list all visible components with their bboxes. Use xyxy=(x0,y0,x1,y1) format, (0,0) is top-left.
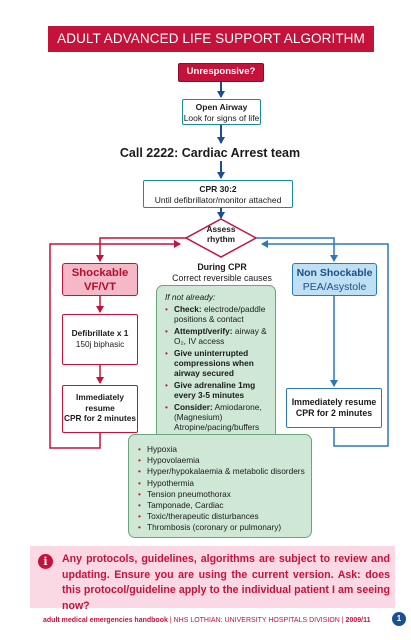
unresponsive-box: Unresponsive? xyxy=(178,63,264,82)
energy-label: 150j biphasic xyxy=(75,338,125,349)
page-number: 1 xyxy=(392,612,406,626)
resume-left-line2: resume xyxy=(85,402,115,413)
checklist-item: •Consider: Amiodarone, (Magnesium) Atrop… xyxy=(165,402,262,432)
cause-item: •Hyper/hypokalaemia & metabolic disorder… xyxy=(138,466,305,477)
defibrillate-label: Defibrillate x 1 xyxy=(71,328,129,338)
cpr-box: CPR 30:2 Until defibrillator/monitor att… xyxy=(143,180,293,208)
cause-item: •Hypothermia xyxy=(138,477,195,488)
resume-right-line1: Immediately resume xyxy=(291,397,377,407)
assess-diamond xyxy=(184,218,258,258)
cause-item: •Tension pneumothorax xyxy=(138,488,231,499)
assess-label-line1: Assess xyxy=(206,224,236,234)
organisation-label: NHS LOTHIAN: UNIVERSITY HOSPITALS DIVISI… xyxy=(173,617,340,624)
footer: adult medical emergencies handbook | NHS… xyxy=(43,617,371,624)
open-airway-box: Open Airway Look for signs of life xyxy=(182,99,261,125)
review-notice-text: Any protocols, guidelines, algorithms ar… xyxy=(62,553,390,612)
non-shockable-rhythms: PEA/Asystole xyxy=(302,281,367,293)
checklist-item: •Attempt/verify: airway & O₂, IV access xyxy=(165,326,267,346)
cpr-ratio-label: CPR 30:2 xyxy=(199,184,237,194)
info-icon: i xyxy=(38,554,53,569)
cause-item: •Hypovolaemia xyxy=(138,455,200,466)
cause-item: •Tamponade, Cardiac xyxy=(138,500,224,511)
open-airway-label: Open Airway xyxy=(195,102,248,112)
checklist-item: •Give adrenaline 1mg every 3-5 minutes xyxy=(165,380,256,400)
defibrillate-box: Defibrillate x 1 150j biphasic xyxy=(62,314,138,365)
handbook-title: adult medical emergencies handbook xyxy=(43,617,168,624)
if-not-already-label: If not already: xyxy=(165,292,216,302)
call-cardiac-arrest-team: Call 2222: Cardiac Arrest team xyxy=(119,146,301,160)
non-shockable-box: Non Shockable PEA/Asystole xyxy=(292,263,377,296)
assess-rhythm-label: Assess rhythm xyxy=(200,224,242,244)
non-shockable-heading: Non Shockable xyxy=(296,267,373,279)
during-cpr-label: During CPR Correct reversible causes xyxy=(168,262,276,283)
page-title: ADULT ADVANCED LIFE SUPPORT ALGORITHM xyxy=(48,26,374,52)
cpr-until-label: Until defibrillator/monitor attached xyxy=(154,194,282,205)
during-cpr-checklist-panel: If not already: •Check: electrode/paddle… xyxy=(156,285,276,448)
shockable-rhythms: VF/VT xyxy=(83,281,116,293)
resume-left-line1: Immediately xyxy=(76,392,124,402)
signs-of-life-label: Look for signs of life xyxy=(183,112,260,123)
resume-cpr-non-shockable-box: Immediately resume CPR for 2 minutes xyxy=(286,388,382,428)
resume-left-line3: CPR for 2 minutes xyxy=(64,413,136,423)
cause-item: •Toxic/therapeutic disturbances xyxy=(138,511,259,522)
year-label: 2009/11 xyxy=(345,617,371,624)
cause-item: •Hypoxia xyxy=(138,444,177,454)
correct-causes-label: Correct reversible causes xyxy=(172,272,272,283)
checklist-item: •Give uninterrupted compressions when ai… xyxy=(165,348,254,378)
assess-label-line2: rhythm xyxy=(206,234,236,244)
shockable-box: Shockable VF/VT xyxy=(62,263,138,296)
reversible-causes-panel: •Hypoxia •Hypovolaemia •Hyper/hypokalaem… xyxy=(128,434,312,538)
review-notice-panel xyxy=(30,546,395,608)
resume-right-line2: CPR for 2 minutes xyxy=(295,408,373,418)
shockable-heading: Shockable xyxy=(71,267,129,279)
resume-cpr-shockable-box: Immediately resume CPR for 2 minutes xyxy=(62,385,138,433)
during-cpr-heading: During CPR xyxy=(197,262,247,272)
cause-item: •Thrombosis (coronary or pulmonary) xyxy=(138,522,282,533)
checklist-item: •Check: electrode/paddle positions & con… xyxy=(165,304,266,324)
